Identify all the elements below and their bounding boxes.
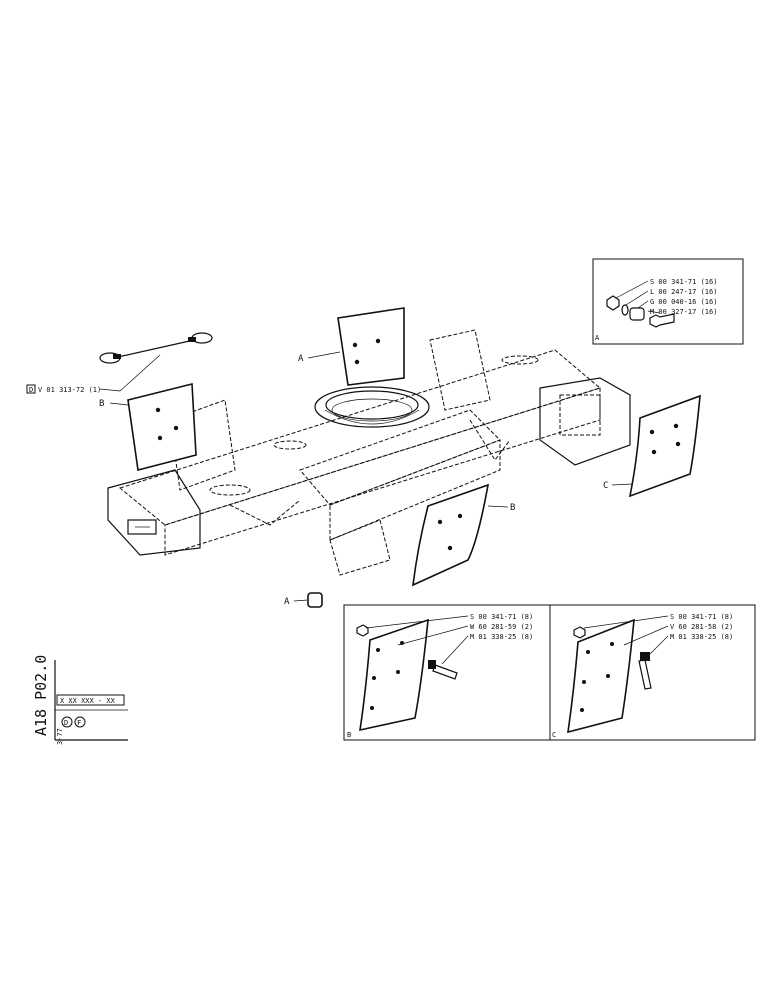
inset-a-letter: A <box>595 334 600 342</box>
inset-a-part-1: S 00 341-71 (16) <box>650 278 717 286</box>
callout-a-bottom: A <box>284 597 290 607</box>
inset-b: B S 00 341-71 (8) W 60 281-59 (2) M 01 3… <box>343 604 551 741</box>
cable-ref-box <box>26 384 36 394</box>
drawing-date: 3-77 <box>56 728 64 745</box>
mark-d: D <box>64 719 68 727</box>
callout-c-right: C <box>603 481 608 491</box>
inset-c: C S 00 341-71 (8) V 60 281-58 (2) M 01 3… <box>549 604 756 741</box>
callout-b-left: B <box>99 399 104 409</box>
cable-ref-label: V 01 313-72 (1) <box>38 386 101 394</box>
inset-c-letter: C <box>552 731 556 739</box>
inset-b-letter: B <box>347 731 351 739</box>
serial-number: X XX XXX - XX <box>60 697 116 705</box>
pad-b-left <box>127 382 197 471</box>
pad-a-bottom <box>307 592 323 608</box>
title-block: A18 P02.0 3-77 X XX XXX - XX D F <box>32 655 128 745</box>
pad-a-top <box>337 307 405 386</box>
callout-b-right: B <box>510 503 515 513</box>
inset-c-part-2: V 60 281-58 (2) <box>670 623 733 631</box>
inset-a-part-4: M 00 327-17 (16) <box>650 308 717 316</box>
callout-a-top: A <box>298 354 304 364</box>
chassis-frame <box>107 329 631 576</box>
inset-b-part-2: W 60 281-59 (2) <box>470 623 533 631</box>
inset-c-part-1: S 00 341-71 (8) <box>670 613 733 621</box>
cable-ref-box-letter: D <box>29 386 33 394</box>
inset-b-part-1: S 00 341-71 (8) <box>470 613 533 621</box>
inset-a: A S 00 341-71 (16) L 00 247-17 (16) G 00… <box>592 258 744 345</box>
cable-assembly <box>99 332 213 392</box>
pad-b-right <box>412 483 490 587</box>
pad-c-right <box>628 394 701 498</box>
callout-leaders <box>109 351 633 602</box>
inset-c-part-3: M 01 338-25 (8) <box>670 633 733 641</box>
inset-b-part-3: M 01 338-25 (8) <box>470 633 533 641</box>
inset-a-part-3: G 00 040-16 (16) <box>650 298 717 306</box>
drawing-code: A18 P02.0 <box>32 655 50 736</box>
mark-f: F <box>77 719 81 727</box>
inset-a-part-2: L 00 247-17 (16) <box>650 288 717 296</box>
